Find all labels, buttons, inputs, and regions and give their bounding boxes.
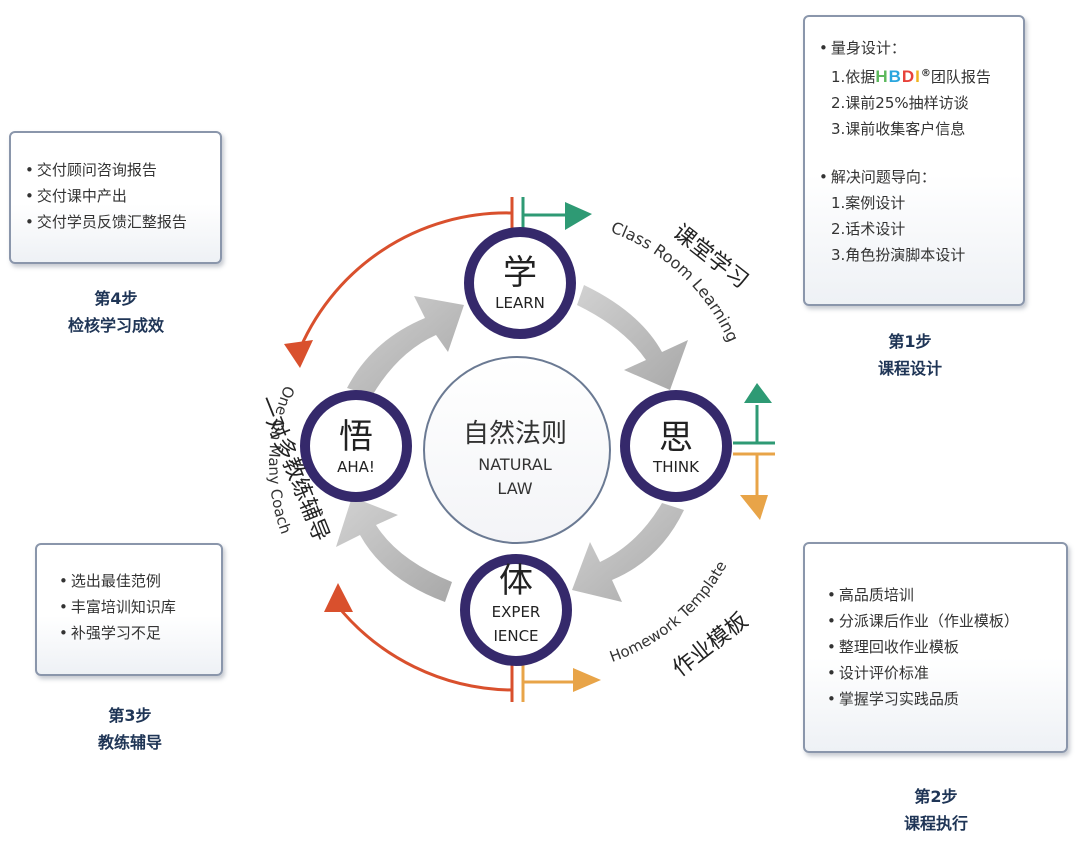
hbdi-logo: HBDI <box>875 67 921 86</box>
learn-en: LEARN <box>495 294 545 312</box>
step3-caption: 第3步 教练辅导 <box>70 702 190 756</box>
aha-zh: 悟 <box>339 417 373 457</box>
step3-label: 第3步 <box>108 706 152 725</box>
step4-title: 检核学习成效 <box>67 316 164 335</box>
step4-item: 交付学员反馈汇整报告 <box>25 209 220 235</box>
step1-item-2: 2.课前25%抽样访谈 <box>831 94 969 112</box>
registered-mark: ® <box>920 68 931 79</box>
think-en: THINK <box>652 458 700 476</box>
center-title-en-line2: LAW <box>497 479 532 498</box>
step3-title: 教练辅导 <box>97 733 162 752</box>
step4-box: 交付顾问咨询报告 交付课中产出 交付学员反馈汇整报告 <box>9 131 222 264</box>
step2-item: 整理回收作业模板 <box>827 634 1066 660</box>
orange-arrowhead-right <box>740 495 768 520</box>
step1-caption: 第1步 课程设计 <box>850 328 970 382</box>
hbdi-letter-i: I <box>915 67 921 86</box>
step3-item: 丰富培训知识库 <box>59 594 221 620</box>
step4-item: 交付顾问咨询报告 <box>25 157 220 183</box>
orange-arrowhead-bottom <box>573 668 601 692</box>
step2-item: 高品质培训 <box>827 582 1066 608</box>
step4-caption: 第4步 检核学习成效 <box>56 285 176 339</box>
green-arrowhead-right <box>744 383 772 403</box>
step3-item: 补强学习不足 <box>59 620 221 646</box>
center-title-zh: 自然法则 <box>463 419 567 449</box>
experience-zh: 体 <box>499 561 533 601</box>
learn-zh: 学 <box>503 253 537 293</box>
step1-title: 课程设计 <box>877 359 942 378</box>
experience-node <box>460 554 572 666</box>
think-zh: 思 <box>659 418 693 458</box>
step1-item-4: 1.案例设计 <box>831 194 906 212</box>
experience-en-line2: IENCE <box>493 627 538 645</box>
step2-title: 课程执行 <box>903 814 968 833</box>
step1-item-1: 1.依据HBDI®团队报告 <box>831 67 991 86</box>
experience-en-line1: EXPER <box>492 603 541 621</box>
hbdi-letter-h: H <box>875 67 889 86</box>
step2-item: 设计评价标准 <box>827 660 1066 686</box>
gray-arrow-learn-to-think <box>577 285 688 390</box>
gray-arrow-experience-to-aha <box>336 497 452 602</box>
hbdi-letter-d: D <box>901 67 916 86</box>
center-circle <box>423 356 611 544</box>
center-title-en-line1: NATURAL <box>478 455 552 474</box>
step4-item: 交付课中产出 <box>25 183 220 209</box>
step1-group2-heading: 解决问题导向： <box>819 164 1023 190</box>
step2-item: 分派课后作业（作业模板） <box>827 608 1066 634</box>
step3-box: 选出最佳范例 丰富培训知识库 补强学习不足 <box>35 543 223 676</box>
step1-label: 第1步 <box>888 332 932 351</box>
step2-item: 掌握学习实践品质 <box>827 686 1066 712</box>
step1-item-5: 2.话术设计 <box>831 220 906 238</box>
step1-box: 量身设计： 1.依据HBDI®团队报告 2.课前25%抽样访谈 3.课前收集客户… <box>803 15 1025 306</box>
step3-item: 选出最佳范例 <box>59 568 221 594</box>
red-arrowhead-left-upper <box>284 340 313 368</box>
step4-red-arc <box>295 211 513 357</box>
step1-item-6: 3.角色扮演脚本设计 <box>831 246 966 264</box>
step3-red-arc <box>334 603 513 692</box>
step1-item-3: 3.课前收集客户信息 <box>831 120 966 138</box>
hbdi-letter-b: B <box>888 67 902 86</box>
step1-group1-heading: 量身设计： <box>819 35 1023 61</box>
gray-arrow-aha-to-learn <box>347 296 464 396</box>
green-arrowhead-top <box>565 202 592 230</box>
think-node <box>620 390 732 502</box>
step2-box: 高品质培训 分派课后作业（作业模板） 整理回收作业模板 设计评价标准 掌握学习实… <box>803 542 1068 753</box>
learn-node <box>464 227 576 339</box>
gray-arrow-think-to-experience <box>572 503 684 602</box>
step4-label: 第4步 <box>94 289 138 308</box>
aha-node <box>300 390 412 502</box>
step2-label: 第2步 <box>914 787 958 806</box>
step2-caption: 第2步 课程执行 <box>876 783 996 837</box>
red-arrowhead-left-lower <box>324 583 353 612</box>
aha-en: AHA! <box>337 458 375 476</box>
